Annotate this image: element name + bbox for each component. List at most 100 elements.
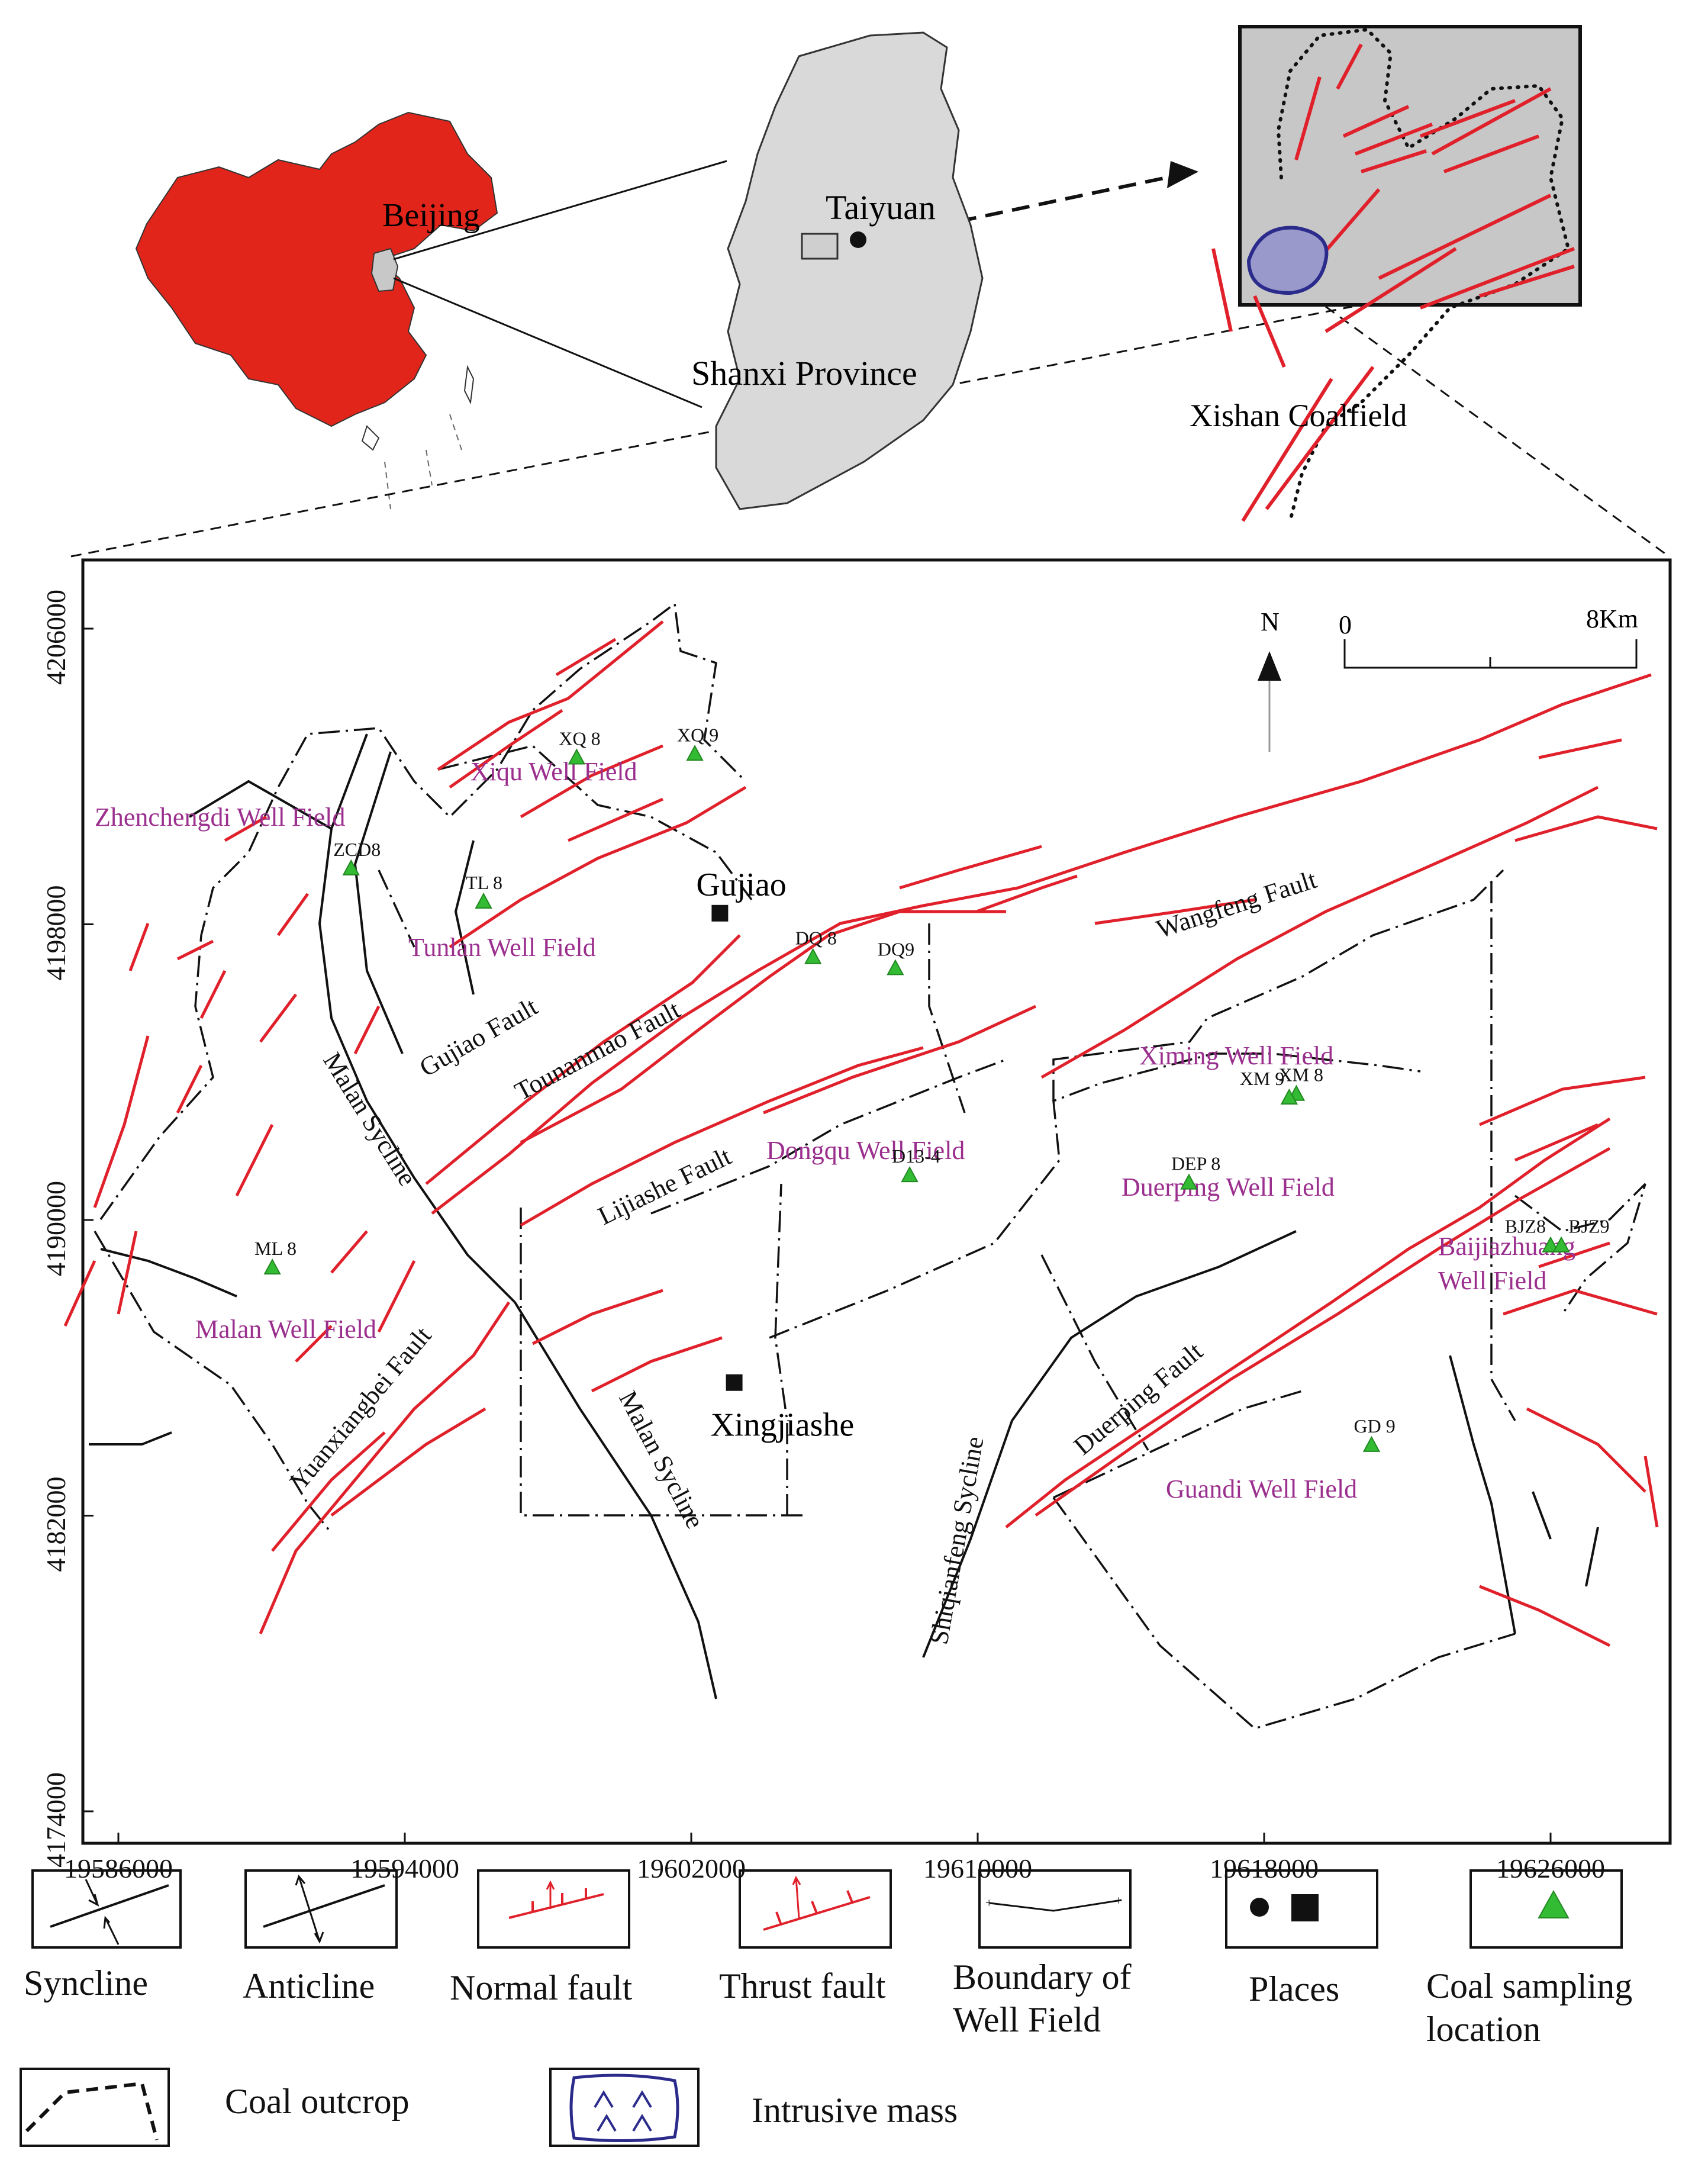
x-tick-label: 19602000 <box>637 1853 746 1884</box>
sample-marker <box>1180 1173 1198 1190</box>
china-outline <box>135 111 498 427</box>
sample-label: BJZ9 <box>1568 1216 1609 1237</box>
label-lijiashe-fault: Lijiashe Fault <box>594 1141 736 1231</box>
sample-marker <box>901 1166 919 1183</box>
legend-places-label: Places <box>1249 1969 1339 2008</box>
label-baijiazhuang-well-field: Well Field <box>1438 1266 1546 1295</box>
shanxi-outline <box>715 31 984 510</box>
place-marker <box>726 1374 743 1391</box>
north-label: N <box>1261 607 1280 636</box>
y-tick-label: 4174000 <box>41 1772 71 1868</box>
fault-lines <box>63 620 1659 1647</box>
syncline-axes <box>89 733 1599 1699</box>
legend-boundary: + + Boundary of Well Field <box>953 1869 1132 2039</box>
legend-coal-sampling: Coal sampling location <box>1426 1869 1632 2049</box>
sample-label: TL 8 <box>466 872 502 893</box>
legend-boundary-label-1: Boundary of <box>953 1958 1132 1997</box>
legend-normal-fault: Normal fault <box>450 1869 633 2007</box>
sample-marker <box>686 745 704 761</box>
intrusive-mass-shape <box>1246 226 1329 295</box>
china-shanxi-inset <box>370 247 399 292</box>
legend-intrusive-mass: Intrusive mass <box>549 2068 958 2147</box>
legend-syncline-label: Syncline <box>24 1963 148 2003</box>
label-malan-well-field: Malan Well Field <box>195 1315 376 1344</box>
y-tick-label: 4198000 <box>41 886 71 981</box>
well-field-boundaries <box>94 601 1646 1730</box>
sample-label: D13-4 <box>892 1145 940 1167</box>
label-xiqu-well-field: Xiqu Well Field <box>470 757 637 786</box>
label-taiyuan: Taiyuan <box>826 188 936 227</box>
label-guandi-well-field: Guandi Well Field <box>1166 1475 1357 1504</box>
scale-zero: 0 <box>1339 610 1352 639</box>
x-tick-label: 19586000 <box>64 1853 173 1884</box>
sample-marker <box>887 959 904 976</box>
label-tunlan-well-field: Tunlan Well Field <box>408 933 596 962</box>
sample-label: DQ 8 <box>795 928 837 949</box>
xishan-coalfield-map: Xishan Coalfield <box>1190 25 1582 523</box>
svg-text:+: + <box>1115 1893 1122 1908</box>
legend-syncline: Syncline <box>24 1869 182 2003</box>
x-axis: 19586000 19594000 19602000 19610000 19618000… <box>64 1833 1605 1884</box>
x-tick-label: 19626000 <box>1496 1853 1605 1884</box>
sample-marker <box>804 948 822 964</box>
sample-marker <box>475 892 492 909</box>
sample-label: GD 9 <box>1354 1415 1396 1437</box>
legend-coal-label-2: location <box>1426 2010 1541 2049</box>
sample-label: XQ 9 <box>677 724 718 745</box>
sample-label: XM 9 <box>1240 1068 1285 1089</box>
well-field-labels: Xiqu Well Field Zhenchengdi Well Field T… <box>95 757 1575 1504</box>
sample-label: ML 8 <box>254 1238 297 1259</box>
scale-bar: 0 8Km <box>1339 604 1638 669</box>
x-tick-label: 19610000 <box>923 1853 1032 1884</box>
label-gujiao-fault: Gujiao Fault <box>415 992 543 1083</box>
taiyuan-arrow-head <box>1167 161 1198 188</box>
sample-marker <box>568 748 586 765</box>
label-dongqu-well-field: Dongqu Well Field <box>766 1136 965 1165</box>
sample-label: DQ9 <box>878 938 914 960</box>
legend-coal-label-1: Coal sampling <box>1426 1966 1632 2005</box>
sea-boundary-dashes <box>384 414 462 510</box>
sample-marker <box>1552 1236 1570 1253</box>
sample-label: ZCD8 <box>333 839 381 860</box>
legend-anticline: Anticline <box>243 1869 398 2005</box>
label-wangfeng-fault: Wangfeng Fault <box>1153 865 1320 944</box>
y-tick-label: 4190000 <box>41 1181 71 1276</box>
sample-label: XM 8 <box>1278 1064 1323 1086</box>
label-zhenchengdi-well-field: Zhenchengdi Well Field <box>95 803 345 832</box>
label-shanxi: Shanxi Province <box>691 354 917 392</box>
label-xishan: Xishan Coalfield <box>1190 398 1407 433</box>
legend-boundary-label-2: Well Field <box>953 2000 1101 2039</box>
legend-thrust-fault-label: Thrust fault <box>719 1966 886 2005</box>
y-tick-label: 4206000 <box>41 590 71 685</box>
legend-normal-fault-label: Normal fault <box>450 1968 633 2007</box>
sample-marker <box>1542 1236 1559 1253</box>
place-label: Gujiao <box>696 867 786 903</box>
svg-text:+: + <box>985 1895 992 1910</box>
label-malan-sycline-south: Malan Sycline <box>613 1386 710 1534</box>
taiyuan-dot <box>850 231 866 248</box>
place-marker <box>711 904 729 922</box>
sample-marker <box>1362 1435 1381 1452</box>
legend-anticline-label: Anticline <box>243 1966 375 2005</box>
x-tick-label: 19618000 <box>1210 1853 1319 1884</box>
label-malan-sycline-north: Malan Sycline <box>318 1047 423 1191</box>
shanxi-map: Taiyuan Shanxi Province <box>691 31 984 510</box>
x-tick-label: 19594000 <box>350 1853 459 1884</box>
study-area-box <box>801 233 839 260</box>
legend: Syncline Anticline Normal fault Thrust f… <box>20 1869 1632 2147</box>
sample-marker <box>342 859 360 875</box>
legend-coal-outcrop: Coal outcrop <box>20 2068 410 2147</box>
label-shiqianfeng-sycline: Shiqianfeng Sycline <box>924 1434 990 1647</box>
place-label: Xingjiashe <box>711 1407 855 1444</box>
sample-marker <box>1280 1088 1298 1105</box>
label-ximing-well-field: Ximing Well Field <box>1139 1041 1333 1070</box>
scale-end: 8Km <box>1586 604 1638 633</box>
north-arrow: N <box>1258 607 1281 752</box>
structure-labels: Wangfeng Fault Gujiao Fault Tounanmao Fa… <box>284 865 1320 1647</box>
sample-label: BJZ8 <box>1505 1216 1546 1237</box>
label-beijing: Beijing <box>382 197 480 234</box>
hainan-outline <box>361 425 380 451</box>
